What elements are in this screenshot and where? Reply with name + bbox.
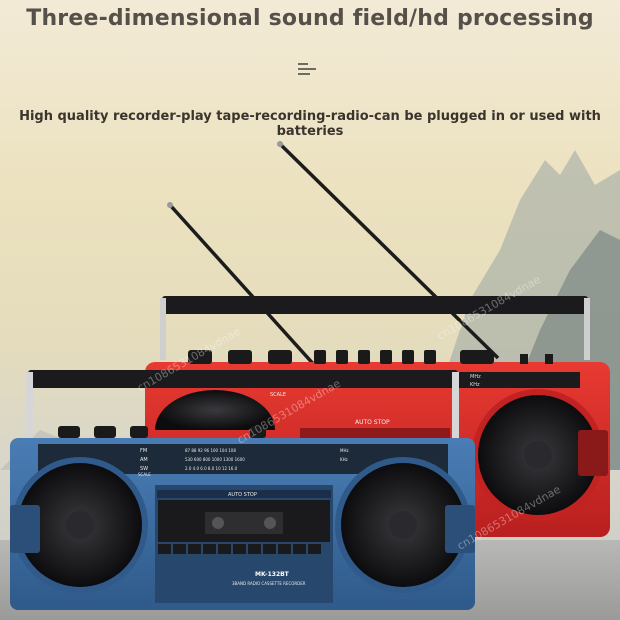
- blue-auto-stop: AUTO STOP: [228, 492, 257, 498]
- red-scale-label: SCALE: [270, 392, 286, 398]
- blue-unit-khz: KHz: [340, 457, 348, 462]
- blue-band-am: AM: [140, 457, 148, 463]
- red-auto-stop: AUTO STOP: [355, 419, 390, 426]
- blue-model: MK-132BT: [255, 571, 290, 578]
- red-unit-mhz: MHz: [470, 374, 481, 380]
- blue-sw-scale: 2.0 4.0 6.0 8.0 10 12 16.0: [185, 466, 238, 471]
- blue-scale-label: SCALE: [138, 472, 151, 477]
- blue-fm-scale: 87 88 92 96 100 104 108: [185, 448, 236, 453]
- blue-band-fm: FM: [140, 448, 147, 454]
- red-unit-khz: KHz: [470, 382, 480, 388]
- blue-band-sw: SW: [140, 466, 148, 472]
- blue-am-scale: 530 600 800 1000 1300 1600: [185, 457, 245, 462]
- blue-product-line: 3BAND RADIO CASSETTE RECORDER: [232, 581, 306, 586]
- menu-icon: [298, 63, 318, 75]
- page-title: Three-dimensional sound field/hd process…: [26, 6, 594, 31]
- blue-unit-mhz: MHz: [340, 448, 349, 453]
- product-subtitle: High quality recorder-play tape-recordin…: [19, 109, 601, 139]
- blue-boombox: FM 87 88 92 96 100 104 108 AM 530 600 80…: [10, 370, 475, 610]
